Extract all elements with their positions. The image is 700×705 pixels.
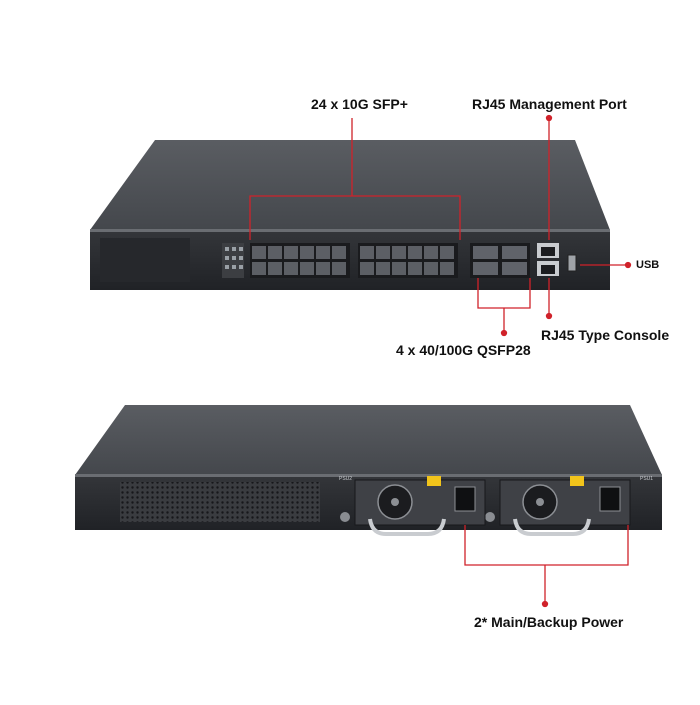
sfp-callout-label: 24 x 10G SFP+ bbox=[311, 96, 408, 112]
psu1-mark: PSU1 bbox=[640, 476, 653, 482]
vent-grille bbox=[120, 482, 320, 522]
mgmt-port-callout-label: RJ45 Management Port bbox=[472, 96, 627, 112]
switch-front-view bbox=[90, 140, 610, 290]
power-supply-2 bbox=[354, 476, 486, 536]
switch-rear-view: PSU2 PSU1 bbox=[75, 405, 662, 536]
qsfp-callout-label: 4 x 40/100G QSFP28 bbox=[396, 342, 531, 358]
power-supply-1 bbox=[499, 476, 631, 536]
qsfp28-ports bbox=[470, 243, 530, 278]
rj45-ports bbox=[537, 243, 559, 276]
chassis-top-rear bbox=[75, 405, 662, 475]
sfp-port-group-2 bbox=[358, 243, 458, 278]
usb-callout-label: USB bbox=[636, 259, 660, 271]
chassis-top-front bbox=[90, 140, 610, 230]
front-callout-lines bbox=[249, 114, 632, 337]
power-callout-label: 2* Main/Backup Power bbox=[474, 614, 624, 630]
sfp-port-group-1 bbox=[250, 243, 350, 278]
status-led-block bbox=[222, 243, 244, 278]
psu2-mark: PSU2 bbox=[339, 476, 352, 482]
rear-callout-lines bbox=[464, 525, 629, 608]
console-callout-label: RJ45 Type Console bbox=[541, 327, 670, 343]
usb-port bbox=[567, 254, 577, 272]
